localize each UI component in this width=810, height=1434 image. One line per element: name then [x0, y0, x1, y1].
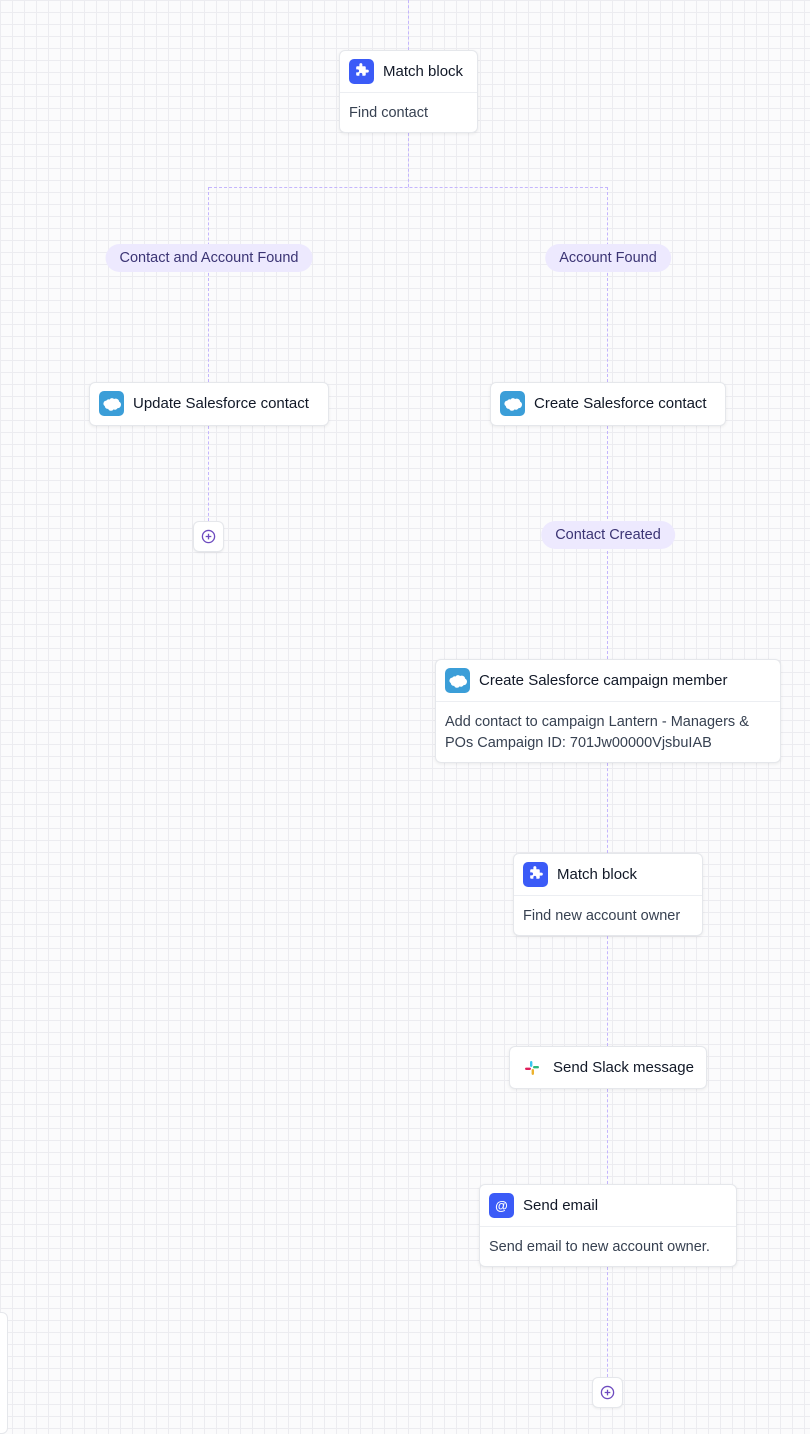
create-salesforce-contact-node[interactable]: Create Salesforce contact [490, 382, 726, 426]
node-title: Match block [557, 866, 638, 883]
match-block-node[interactable]: Match block Find new account owner [513, 853, 703, 936]
send-slack-message-node[interactable]: Send Slack message [509, 1046, 707, 1089]
plus-circle-icon [600, 1385, 615, 1400]
node-title: Update Salesforce contact [133, 395, 309, 412]
connector-campaign-to-match [607, 763, 608, 853]
connector-left-to-add [208, 426, 209, 521]
node-description: Find contact [340, 92, 477, 134]
create-campaign-member-node[interactable]: Create Salesforce campaign member Add co… [435, 659, 781, 763]
match-block-node[interactable]: Match block Find contact [339, 50, 478, 133]
offscreen-node-card[interactable] [0, 1312, 8, 1434]
node-title: Send email [523, 1197, 599, 1214]
node-description: Add contact to campaign Lantern - Manage… [436, 701, 780, 764]
connector-slack-to-email [607, 1089, 608, 1184]
connector-left-branch [208, 187, 209, 382]
connector-match-down [408, 133, 409, 187]
node-title: Create Salesforce campaign member [479, 672, 728, 689]
at-sign-icon: @ [489, 1193, 514, 1218]
salesforce-icon [445, 668, 470, 693]
branch-label-account-found: Account Found [545, 244, 671, 272]
connector-email-to-add [607, 1267, 608, 1377]
node-title: Send Slack message [553, 1059, 694, 1076]
connector-branch-split [209, 187, 608, 188]
plus-circle-icon [201, 529, 216, 544]
slack-icon [519, 1055, 544, 1080]
node-title: Create Salesforce contact [534, 395, 707, 412]
add-step-button[interactable] [193, 521, 224, 552]
puzzle-icon [523, 862, 548, 887]
connector-right-branch [607, 187, 608, 382]
connector-match-to-slack [607, 936, 608, 1046]
salesforce-icon [99, 391, 124, 416]
node-description: Send email to new account owner. [480, 1226, 736, 1268]
branch-label-contact-created: Contact Created [541, 521, 675, 549]
node-description: Find new account owner [514, 895, 702, 937]
puzzle-icon [349, 59, 374, 84]
salesforce-icon [500, 391, 525, 416]
update-salesforce-contact-node[interactable]: Update Salesforce contact [89, 382, 329, 426]
node-title: Match block [383, 63, 464, 80]
connector-top [408, 0, 409, 50]
branch-label-contact-account-found: Contact and Account Found [105, 244, 313, 272]
send-email-node[interactable]: @ Send email Send email to new account o… [479, 1184, 737, 1267]
add-step-button[interactable] [592, 1377, 623, 1408]
